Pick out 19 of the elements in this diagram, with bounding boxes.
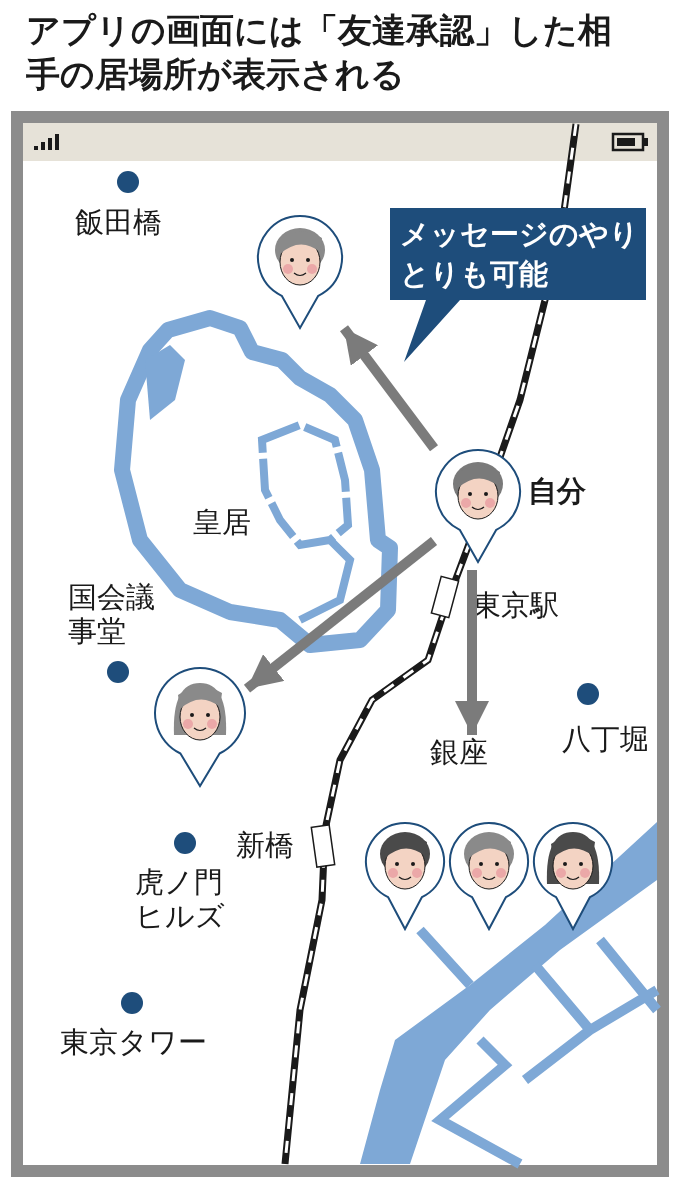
place-label: 八丁堀: [562, 722, 650, 756]
place-label: 東京タワー: [60, 1025, 208, 1059]
person-pin: [256, 214, 344, 330]
speech-bubble: メッセージのやりとりも可能: [390, 208, 646, 362]
person-pin: [364, 821, 446, 931]
place-label: 飯田橋: [75, 205, 163, 239]
self-label: 自分: [528, 473, 586, 510]
person-pin: [532, 821, 614, 931]
arrow: [340, 325, 438, 452]
place-label: 新橋: [236, 828, 295, 862]
arrow: [243, 537, 438, 693]
person-pin: [448, 821, 530, 931]
title: アプリの画面には「友達承認」した相手の居場所が表示される: [26, 9, 613, 96]
person-pin: [153, 666, 247, 788]
arrow: [455, 570, 489, 735]
place-label: 皇居: [193, 505, 252, 539]
place-label: 国会議事堂: [68, 580, 156, 648]
place-label: 虎ノ門ヒルズ: [135, 865, 226, 933]
place-label: 銀座: [430, 735, 506, 769]
